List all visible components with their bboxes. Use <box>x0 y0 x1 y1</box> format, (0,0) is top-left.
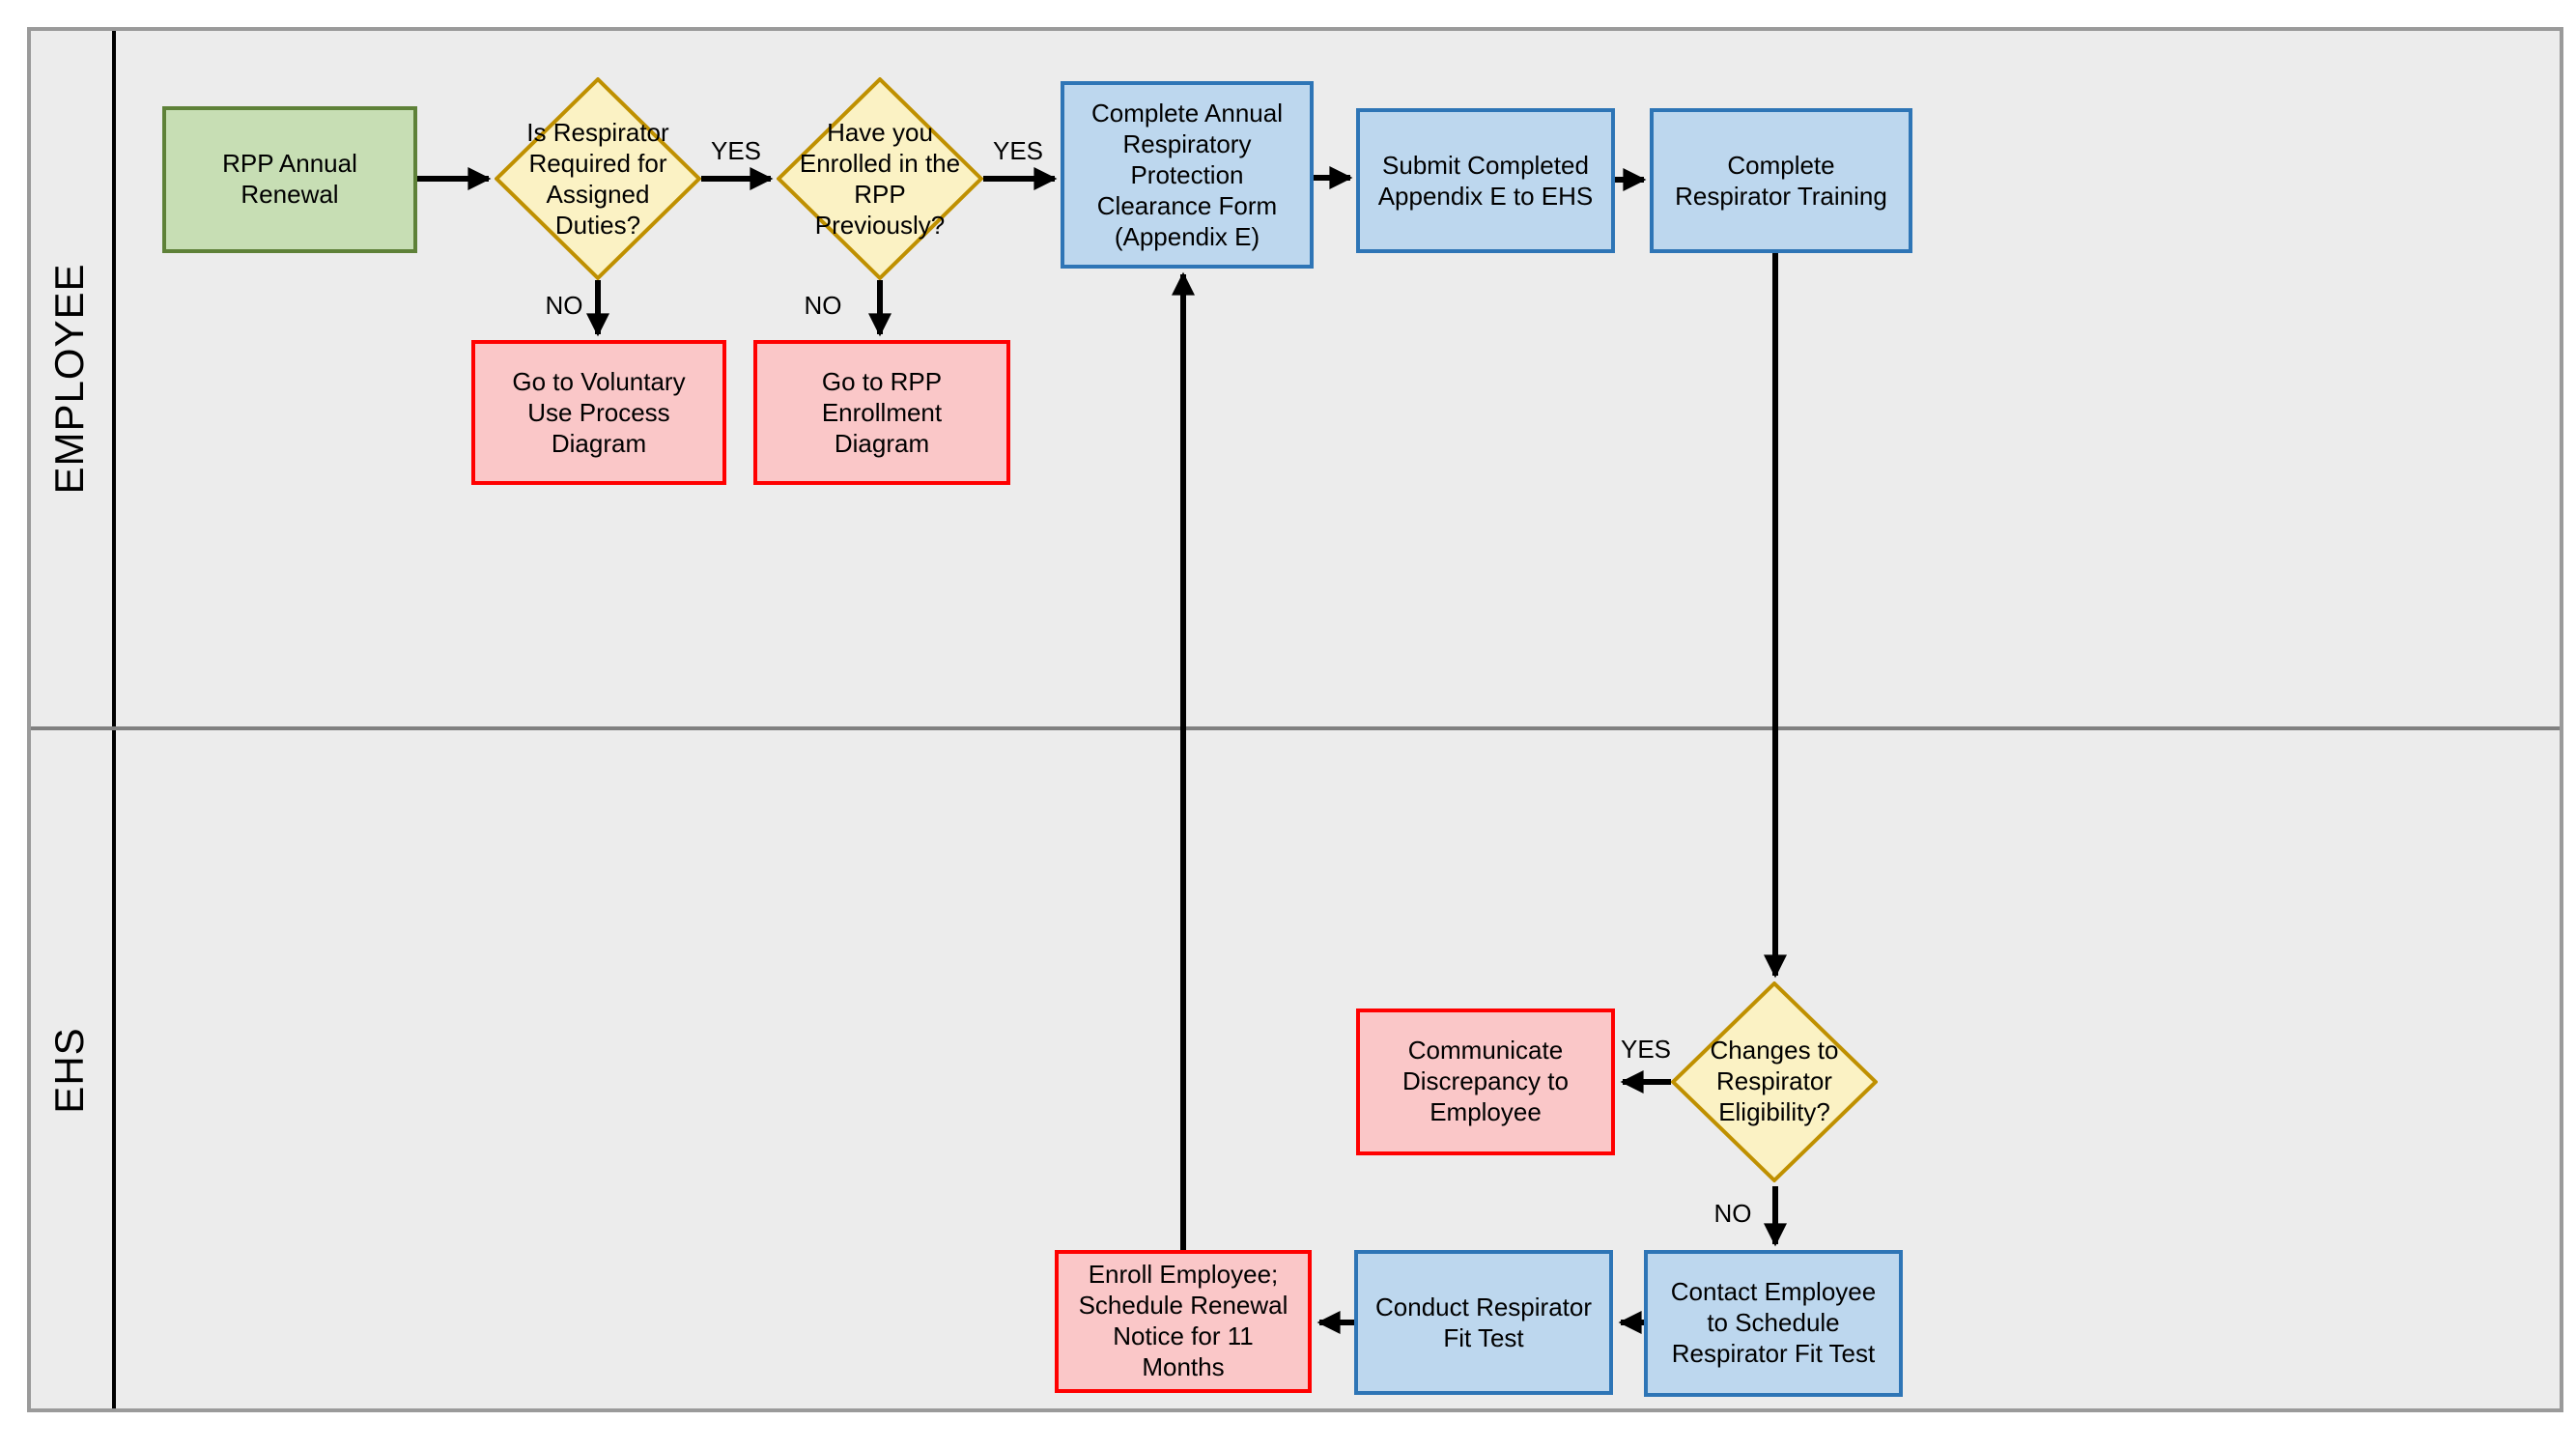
node-contact-employee-fit-test: Contact Employee to Schedule Respirator … <box>1644 1250 1903 1397</box>
edge-label-no-eligibility: NO <box>1713 1199 1752 1228</box>
lane-divider <box>31 726 2560 730</box>
node-communicate-discrepancy: Communicate Discrepancy to Employee <box>1356 1009 1615 1155</box>
edge-label-yes-enrolled: YES <box>992 136 1044 165</box>
connectors-layer <box>417 166 1787 1334</box>
node-complete-clearance-form: Complete Annual Respiratory Protection C… <box>1061 81 1314 269</box>
node-submit-appendix-e: Submit Completed Appendix E to EHS <box>1356 108 1615 253</box>
node-voluntary-use-diagram: Go to Voluntary Use Process Diagram <box>471 340 726 485</box>
decision-changes-eligibility: Changes to Respirator Eligibility? <box>1671 981 1878 1182</box>
diamond-shape <box>777 77 983 280</box>
diamond-shape <box>495 77 701 280</box>
decision-enrolled-previously: Have you Enrolled in the RPP Previously? <box>777 77 983 280</box>
edge-label-yes-required: YES <box>710 136 762 165</box>
decision-respirator-required: Is Respirator Required for Assigned Duti… <box>495 77 701 280</box>
node-conduct-fit-test: Conduct Respirator Fit Test <box>1354 1250 1613 1395</box>
node-complete-respirator-training: Complete Respirator Training <box>1650 108 1912 253</box>
node-enroll-employee: Enroll Employee; Schedule Renewal Notice… <box>1055 1250 1312 1393</box>
diamond-shape <box>1671 981 1878 1182</box>
node-rpp-enrollment-diagram: Go to RPP Enrollment Diagram <box>753 340 1010 485</box>
edge-label-yes-eligibility: YES <box>1620 1035 1672 1064</box>
lane-label-separator <box>112 31 116 1408</box>
flowchart-canvas: EMPLOYEE EHS RPP Annual Renew <box>27 27 2563 1412</box>
node-rpp-annual-renewal: RPP Annual Renewal <box>162 106 417 253</box>
edge-label-no-enrolled: NO <box>804 291 842 320</box>
edge-label-no-required: NO <box>545 291 583 320</box>
